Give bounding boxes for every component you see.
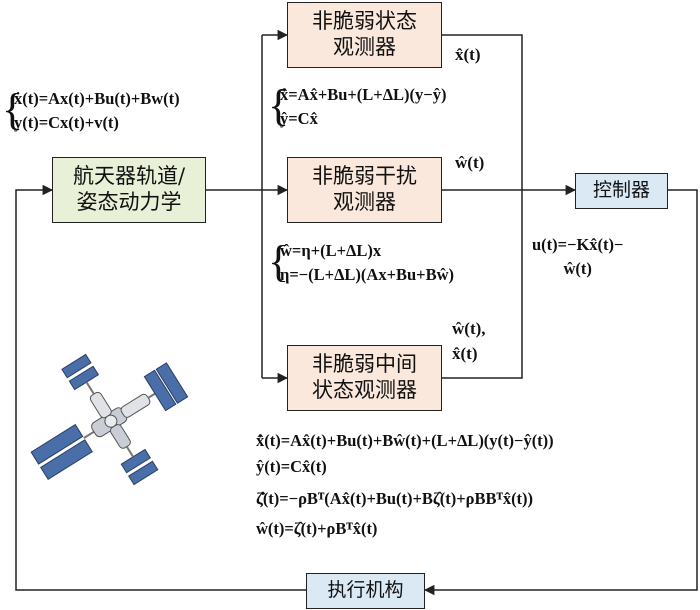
nonfragile-disturbance-observer-block: 非脆弱干扰 观测器 xyxy=(287,157,442,223)
control-law-line2: ŵ(t) xyxy=(563,259,592,278)
disturbance-estimate-label: ŵ(t) xyxy=(455,153,485,172)
station-core-modules xyxy=(89,391,151,449)
intermediate-observer-equation-line3: ζ̂̇(t)=−ρBᵀ(Ax̂(t)+Bu(t)+Bζ̂(t)+ρBBᵀx̂(t… xyxy=(256,489,534,508)
block-label-line1: 非脆弱干扰 xyxy=(312,164,417,189)
disturbance-observer-equation-line2: η=−(L+ΔL)(Ax+Bu+Bŵ) xyxy=(280,265,454,284)
intermediate-observer-equations: x̂̇(t)=Ax̂(t)+Bu(t)+Bŵ(t)+(L+ΔL)(y(t)−ŷ(… xyxy=(256,428,554,542)
disturbance-observer-equations: { ŵ=η+(L+ΔL)x η=−(L+ΔL)(Ax+Bu+Bŵ) xyxy=(268,239,454,287)
controller-block: 控制器 xyxy=(575,173,668,209)
actuator-block: 执行机构 xyxy=(306,573,425,609)
state-observer-equation-line2: ŷ=Cx̂ xyxy=(280,109,318,128)
block-label-line2: 观测器 xyxy=(333,190,396,214)
left-solar-panel xyxy=(30,423,95,480)
block-label-line2: 姿态动力学 xyxy=(76,190,182,214)
intermediate-output-label-line2: x̂(t) xyxy=(452,344,478,363)
block-label-line2: 观测器 xyxy=(333,35,396,59)
disturbance-observer-equation-line1: ŵ=η+(L+ΔL)x xyxy=(280,241,382,260)
space-station-illustration xyxy=(30,353,189,486)
control-law-equation: u(t)=−Kx̂(t)− ŵ(t) xyxy=(532,233,623,281)
actuation-feedback-line xyxy=(15,184,306,591)
system-equation-line2: y(t)=Cx(t)+v(t) xyxy=(14,113,119,132)
nonfragile-intermediate-observer-block: 非脆弱中间 状态观测器 xyxy=(287,345,442,411)
spacecraft-dynamics-block: 航天器轨道/ 姿态动力学 xyxy=(52,157,206,223)
state-estimate-line xyxy=(442,34,523,190)
block-label-line1: 航天器轨道/ xyxy=(72,164,186,189)
nonfragile-state-observer-block: 非脆弱状态 观测器 xyxy=(287,2,442,68)
state-observer-equations: { x̂̇=Ax̂+Bu+(L+ΔL)(y−ŷ) ŷ=Cx̂ xyxy=(268,83,446,131)
intermediate-observer-equation-line1: x̂̇(t)=Ax̂(t)+Bu(t)+Bŵ(t)+(L+ΔL)(y(t)−ŷ(… xyxy=(256,431,554,450)
control-signal-line xyxy=(423,189,698,596)
intermediate-observer-equation-line4: ŵ(t)=ζ̂(t)+ρBᵀx̂(t) xyxy=(256,519,378,538)
intermediate-output-label-line1: ŵ(t), xyxy=(452,319,486,338)
left-brace-icon: { xyxy=(268,237,290,286)
state-observer-equation-line1: x̂̇=Ax̂+Bu+(L+ΔL)(y−ŷ) xyxy=(280,85,447,104)
left-brace-icon: { xyxy=(268,81,290,130)
system-equations: { ẋ(t)=Ax(t)+Bu(t)+Bw(t) y(t)=Cx(t)+v(t) xyxy=(2,87,180,135)
controller-label: 控制器 xyxy=(592,179,650,202)
left-brace-icon: { xyxy=(2,85,24,134)
actuator-label: 执行机构 xyxy=(327,579,404,602)
auxiliary-solar-panels xyxy=(61,353,159,486)
intermediate-observer-equation-line2: ŷ(t)=Cx̂(t) xyxy=(256,457,327,476)
block-label-line1: 非脆弱中间 xyxy=(312,352,417,377)
intermediate-estimate-line xyxy=(442,190,523,379)
state-estimate-label: x̂(t) xyxy=(455,45,481,64)
block-label-line1: 非脆弱状态 xyxy=(312,9,417,34)
block-label-line2: 状态观测器 xyxy=(312,378,417,402)
control-law-line1: u(t)=−Kx̂(t)− xyxy=(532,235,624,254)
right-solar-panel xyxy=(143,362,189,412)
system-equation-line1: ẋ(t)=Ax(t)+Bu(t)+Bw(t) xyxy=(14,89,180,108)
